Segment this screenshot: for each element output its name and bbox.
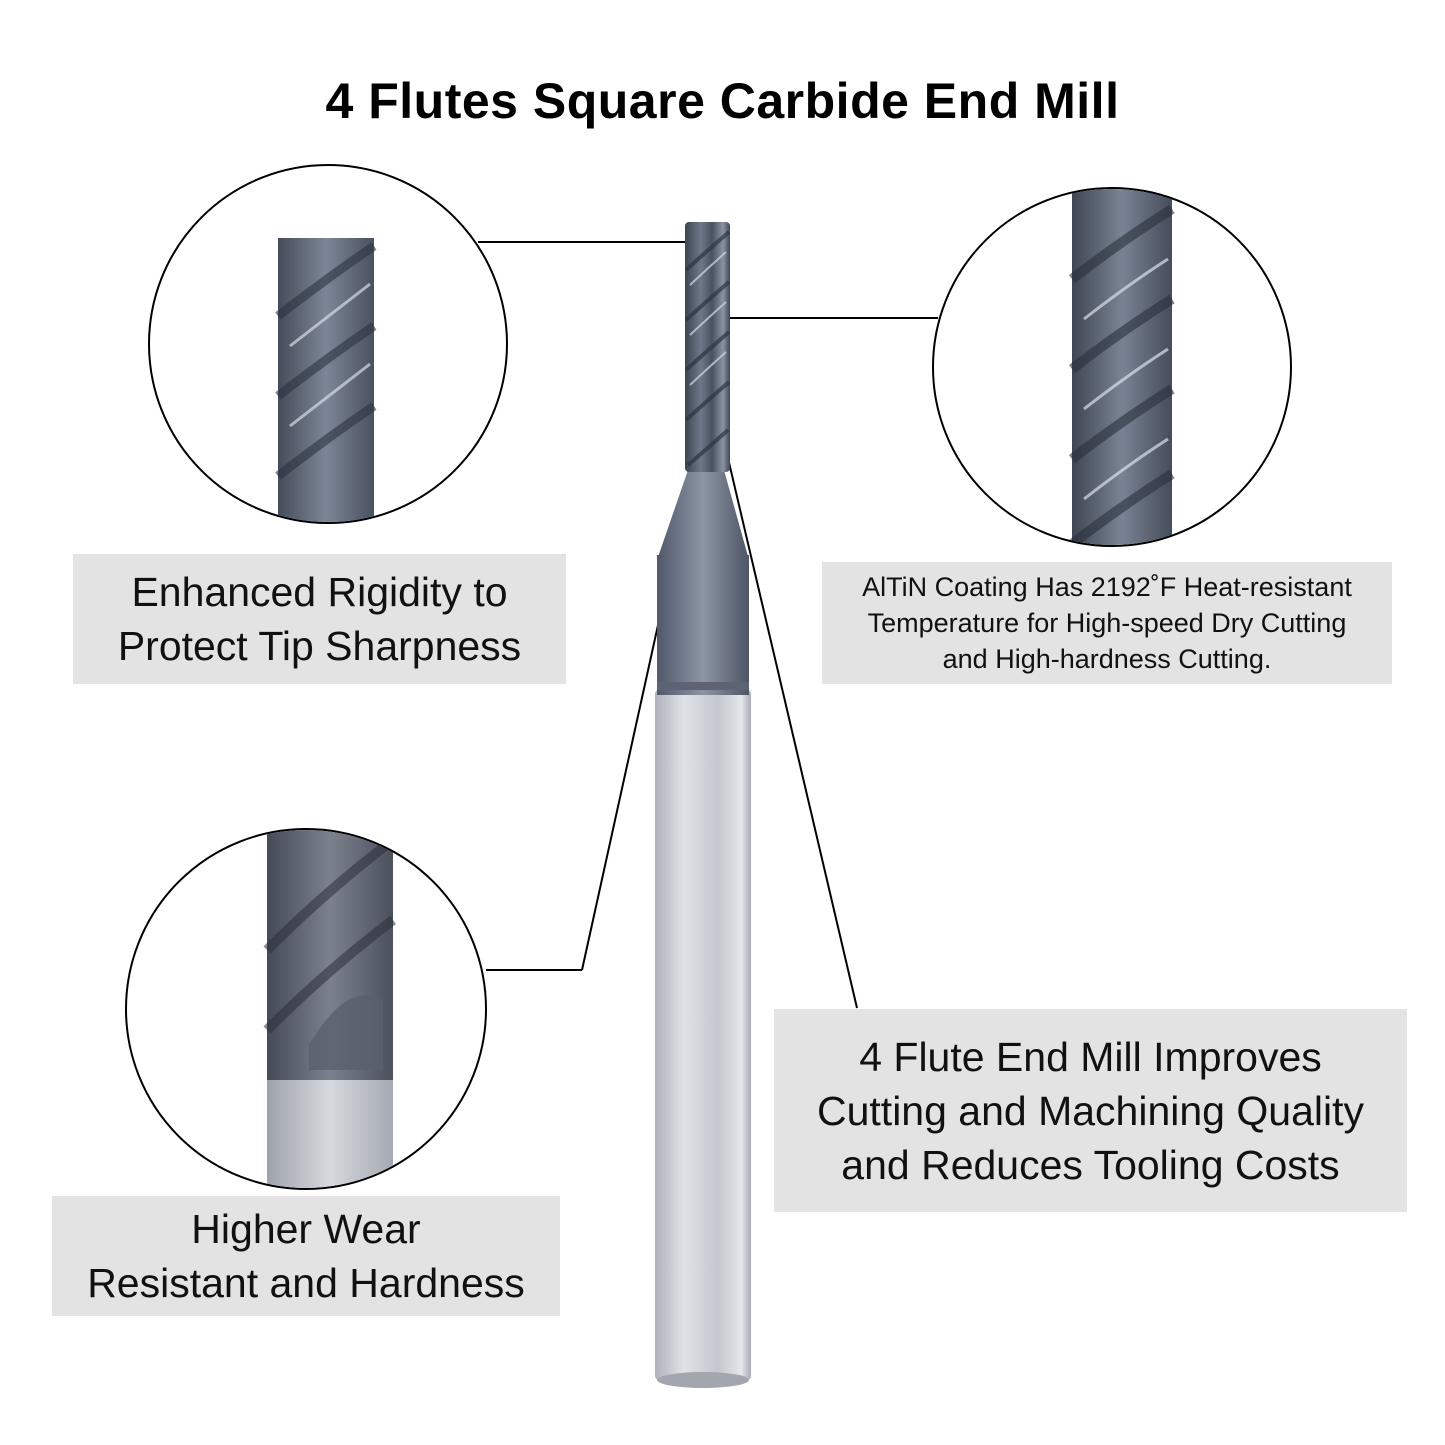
shank (655, 690, 751, 1380)
detail-circle-neck (125, 828, 487, 1190)
detail-circle-coating (932, 187, 1292, 547)
callout-rigidity-text: Enhanced Rigidity to Protect Tip Sharpne… (117, 569, 522, 669)
callout-wear-text: Higher Wear Resistant and Hardness (87, 1206, 525, 1306)
page-title: 4 Flutes Square Carbide End Mill (325, 73, 1120, 129)
callout-coating: AlTiN Coating Has 2192˚F Heat-resistant … (822, 562, 1392, 684)
callout-rigidity: Enhanced Rigidity to Protect Tip Sharpne… (73, 554, 566, 684)
callout-quality-text: 4 Flute End Mill Improves Cutting and Ma… (817, 1033, 1364, 1188)
detail-circle-tip (148, 164, 508, 524)
callout-quality: 4 Flute End Mill Improves Cutting and Ma… (774, 1009, 1407, 1212)
callout-coating-text: AlTiN Coating Has 2192˚F Heat-resistant … (862, 572, 1352, 674)
callout-wear: Higher Wear Resistant and Hardness (52, 1196, 560, 1316)
